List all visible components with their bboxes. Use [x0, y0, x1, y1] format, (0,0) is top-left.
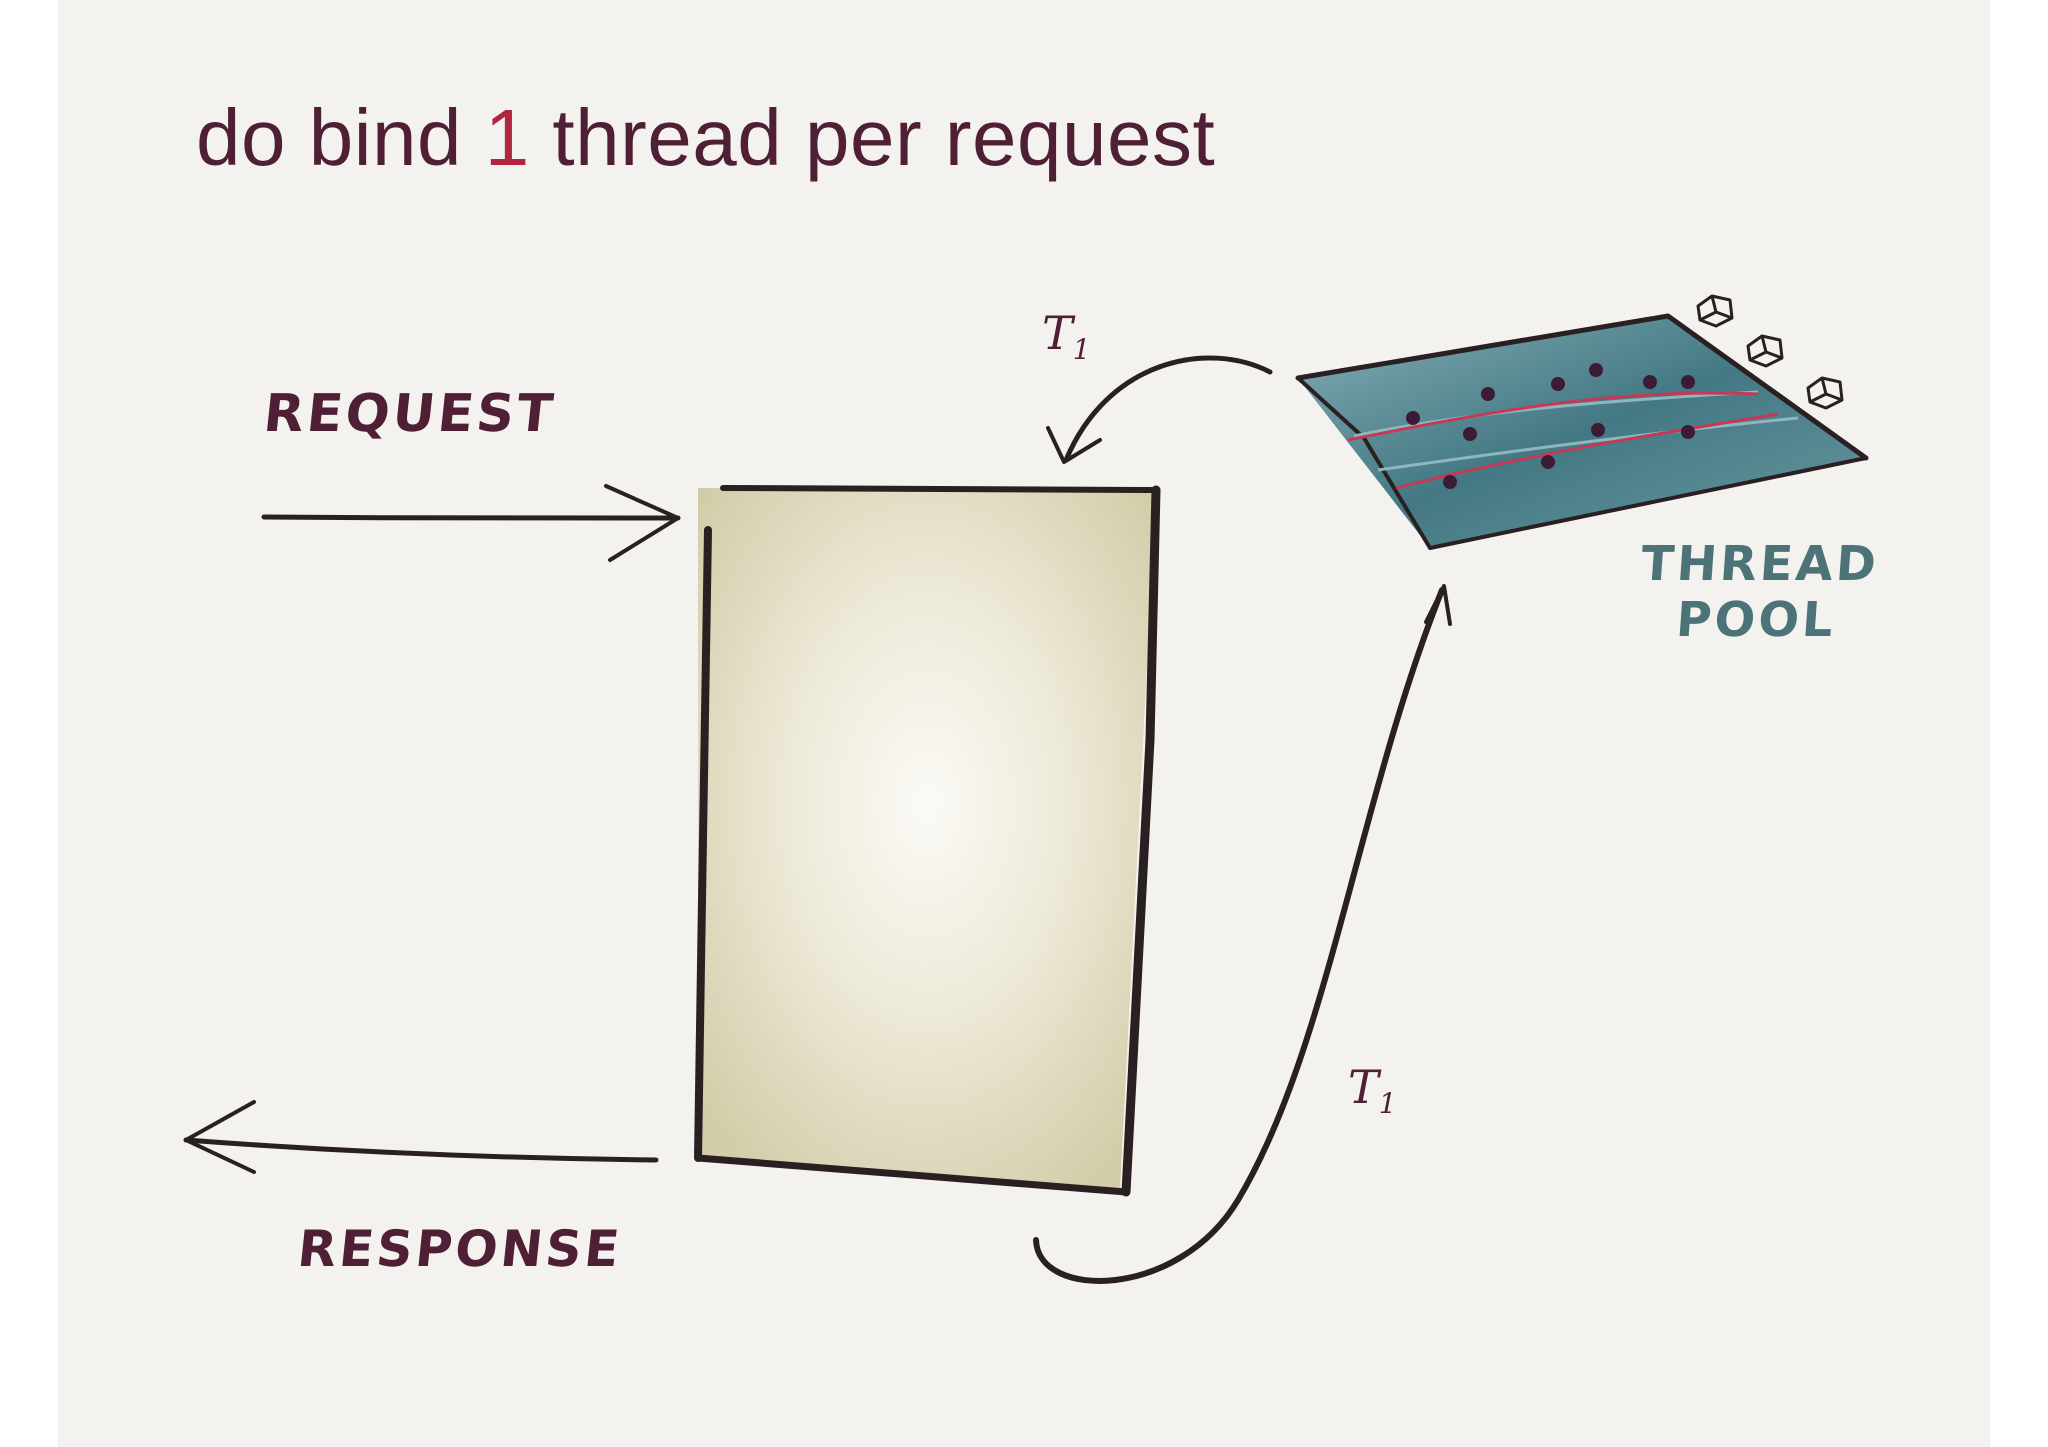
cube-icons — [1696, 294, 1844, 410]
t1-bottom-letter: T — [1348, 1060, 1379, 1114]
server-box — [694, 485, 1161, 1197]
title-suffix: thread per request — [529, 93, 1216, 182]
title-prefix: do bind — [196, 93, 485, 182]
slide: do bind 1 thread per request — [58, 0, 1990, 1447]
response-arrow — [183, 1100, 659, 1174]
thread-pool-label-line1: THREAD — [1639, 536, 1881, 592]
t1-bottom-subscript: 1 — [1378, 1087, 1397, 1121]
t1-top-subscript: 1 — [1072, 333, 1091, 367]
thread-pool-label-line2: POOL — [1674, 592, 1838, 648]
thread-return-arrow — [1033, 584, 1452, 1284]
slide-title: do bind 1 thread per request — [196, 92, 1215, 184]
response-label: RESPONSE — [294, 1220, 625, 1278]
t1-top-letter: T — [1042, 306, 1073, 360]
thread-assign-arrow — [1046, 355, 1273, 464]
request-arrow — [261, 484, 681, 562]
thread-pool-label: THREAD POOL — [1634, 536, 1882, 648]
t1-top-label: T1 — [1042, 306, 1091, 366]
diagram-canvas — [183, 294, 1869, 1284]
thread-dots — [1406, 363, 1695, 489]
title-highlight: 1 — [484, 93, 530, 182]
request-label: REQUEST — [260, 384, 559, 444]
thread-pool-tray — [1295, 313, 1869, 550]
t1-bottom-label: T1 — [1348, 1060, 1397, 1120]
